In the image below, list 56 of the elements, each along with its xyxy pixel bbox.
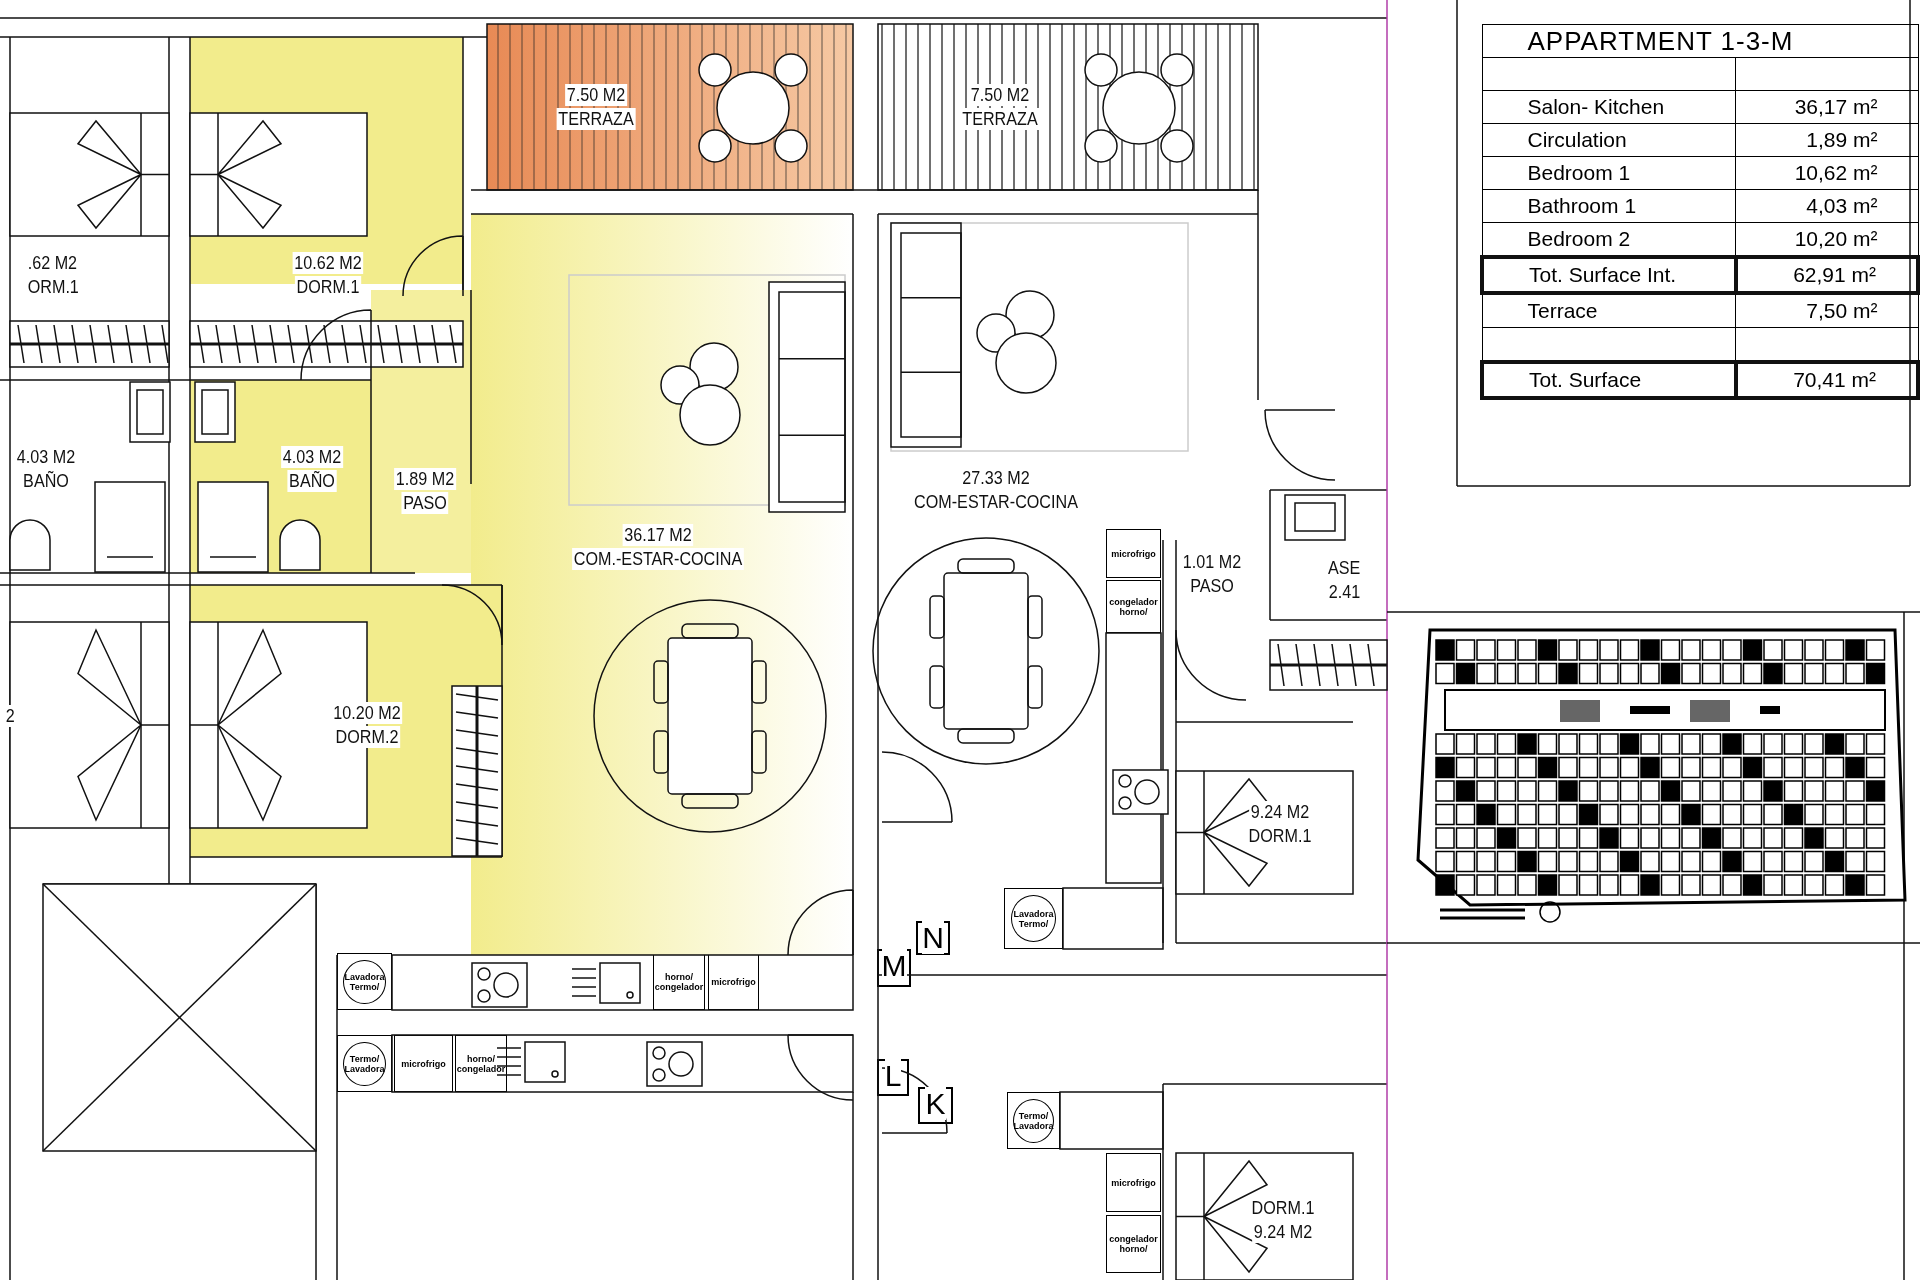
room-name-cell: Terrace <box>1482 293 1736 328</box>
appliance-label: horno/ congelador <box>456 1053 506 1074</box>
area-value-cell: 36,17 m² <box>1735 90 1918 124</box>
area-value-cell: 1,89 m² <box>1735 123 1918 157</box>
appliance-label: horno/ congelador <box>654 971 704 992</box>
appliance-label: microfrigo <box>711 976 756 987</box>
room-name: TERRAZA <box>556 108 636 130</box>
room-name-cell: Bedroom 1 <box>1482 156 1736 190</box>
appliance-box <box>337 1035 392 1092</box>
area-label: 2 <box>4 705 17 727</box>
room-name-cell: Circulation <box>1482 123 1736 157</box>
room-name-cell: Bedroom 2 <box>1482 222 1736 257</box>
area-label: 7.50 M2 <box>565 84 627 106</box>
room-name: COM.-ESTAR-COCINA <box>572 548 744 570</box>
appliance-box <box>1106 580 1161 633</box>
letter-marker: M <box>877 949 911 987</box>
appliance-label: congelador horno/ <box>1108 596 1159 617</box>
room-name: BAÑO <box>287 470 337 492</box>
area-value-cell: 62,91 m² <box>1735 257 1918 293</box>
room-name: DORM.2 <box>333 726 401 748</box>
area-label: 10.20 M2 <box>331 702 403 724</box>
area-label: 1.89 M2 <box>394 468 456 490</box>
area-value-cell: 4,03 m² <box>1735 189 1918 223</box>
letter-marker: N <box>916 921 950 955</box>
appliance-box <box>1106 1153 1161 1212</box>
appliance-label: congelador horno/ <box>1108 1234 1159 1254</box>
washer-label: Termo/ Lavadora <box>343 1041 386 1086</box>
appliance-box <box>394 1035 453 1092</box>
washer-label: Lavadora Termo/ <box>1010 894 1057 943</box>
appliance-box <box>1004 888 1063 949</box>
area-label: 7.50 M2 <box>969 84 1031 106</box>
table-title: APPARTMENT 1-3-M <box>1482 24 1918 58</box>
letter-marker: L <box>877 1059 909 1096</box>
area-value-cell: 7,50 m² <box>1735 293 1918 328</box>
area-value-cell: 70,41 m² <box>1735 362 1918 398</box>
room-name-cell: Salon- Kitchen <box>1482 90 1736 124</box>
letter-marker: K <box>918 1087 953 1124</box>
washer-label: Lavadora Termo/ <box>343 959 386 1004</box>
room-name: TERRAZA <box>960 108 1040 130</box>
washer-label: Termo/ Lavadora <box>1013 1098 1054 1143</box>
area-label: 36.17 M2 <box>622 524 694 546</box>
appliance-box <box>337 953 392 1010</box>
appliance-label: microfrigo <box>401 1058 446 1069</box>
appliance-box <box>1106 1215 1161 1273</box>
appliance-label: microfrigo <box>1111 1177 1156 1188</box>
appliance-box <box>1106 529 1161 578</box>
appliance-label: microfrigo <box>1111 548 1156 559</box>
area-label: 10.62 M2 <box>292 252 364 274</box>
area-label: 4.03 M2 <box>281 446 343 468</box>
room-name-cell: Bathroom 1 <box>1482 189 1736 223</box>
appliance-box <box>455 1035 507 1092</box>
room-name: PASO <box>401 492 449 514</box>
room-name-cell: Tot. Surface Int. <box>1482 257 1736 293</box>
appliance-box <box>1007 1092 1060 1149</box>
room-name-cell: Tot. Surface <box>1482 362 1736 398</box>
area-value-cell: 10,62 m² <box>1735 156 1918 190</box>
